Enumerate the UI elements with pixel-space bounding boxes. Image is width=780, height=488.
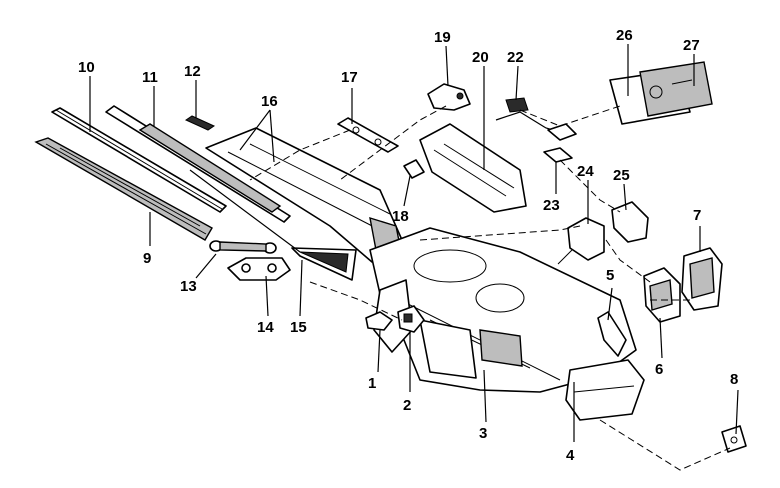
- vent-7: [681, 247, 723, 311]
- callout-14: 14: [257, 319, 274, 336]
- callout-20: 20: [472, 49, 489, 66]
- callout-16: 16: [261, 93, 278, 110]
- wiper-insert-12: [184, 115, 216, 131]
- wiper-blade-10: [51, 107, 227, 213]
- callout-12: 12: [184, 63, 201, 80]
- callout-24: 24: [577, 163, 594, 180]
- callout-13: 13: [180, 278, 197, 295]
- callout-25: 25: [613, 167, 630, 184]
- callout-7: 7: [693, 207, 701, 224]
- wiper-pivot-bracket-14: [227, 257, 291, 281]
- cap-8: [721, 425, 747, 453]
- clip-1: [365, 311, 393, 331]
- callout-4: 4: [566, 447, 575, 464]
- callout-23: 23: [543, 197, 560, 214]
- wiper-blade-9: [34, 137, 213, 241]
- callout-27: 27: [683, 37, 700, 54]
- callout-15: 15: [290, 319, 307, 336]
- callout-11: 11: [142, 69, 158, 86]
- leader-lines: [89, 44, 739, 442]
- callout-3: 3: [479, 425, 487, 442]
- wiper-linkage-13: [209, 240, 277, 254]
- bezel-17: [337, 117, 399, 153]
- callout-17: 17: [341, 69, 358, 86]
- callout-8: 8: [730, 371, 738, 388]
- bracket-5: [597, 311, 627, 357]
- callout-18: 18: [392, 208, 409, 225]
- switch-24: [557, 217, 605, 265]
- callout-19: 19: [434, 29, 451, 46]
- dashboard-lower-4: [565, 359, 645, 421]
- bracket-2: [397, 305, 425, 333]
- callout-10: 10: [78, 59, 95, 76]
- callout-5: 5: [606, 267, 614, 284]
- instrument-cluster-20: [419, 123, 527, 213]
- callout-2: 2: [403, 397, 411, 414]
- callout-1: 1: [368, 375, 376, 392]
- mount-19: [427, 83, 471, 111]
- switch-25: [611, 201, 649, 243]
- callout-labels: 1 2 3 4 5 6 7 8 9 10 11 12 13 14 15 16 1…: [78, 27, 738, 464]
- callout-6: 6: [655, 361, 663, 378]
- wiper-blade-11: [105, 105, 291, 223]
- assembly-dashed-lines: [249, 105, 731, 471]
- connector-18: [403, 159, 425, 179]
- callout-26: 26: [616, 27, 633, 44]
- wiper-arm-15: [189, 169, 357, 281]
- callout-9: 9: [143, 250, 151, 267]
- plate-27: [639, 61, 713, 117]
- harness-22: [495, 97, 561, 133]
- vent-6: [643, 267, 681, 323]
- callout-22: 22: [507, 49, 524, 66]
- switch-23: [543, 123, 577, 163]
